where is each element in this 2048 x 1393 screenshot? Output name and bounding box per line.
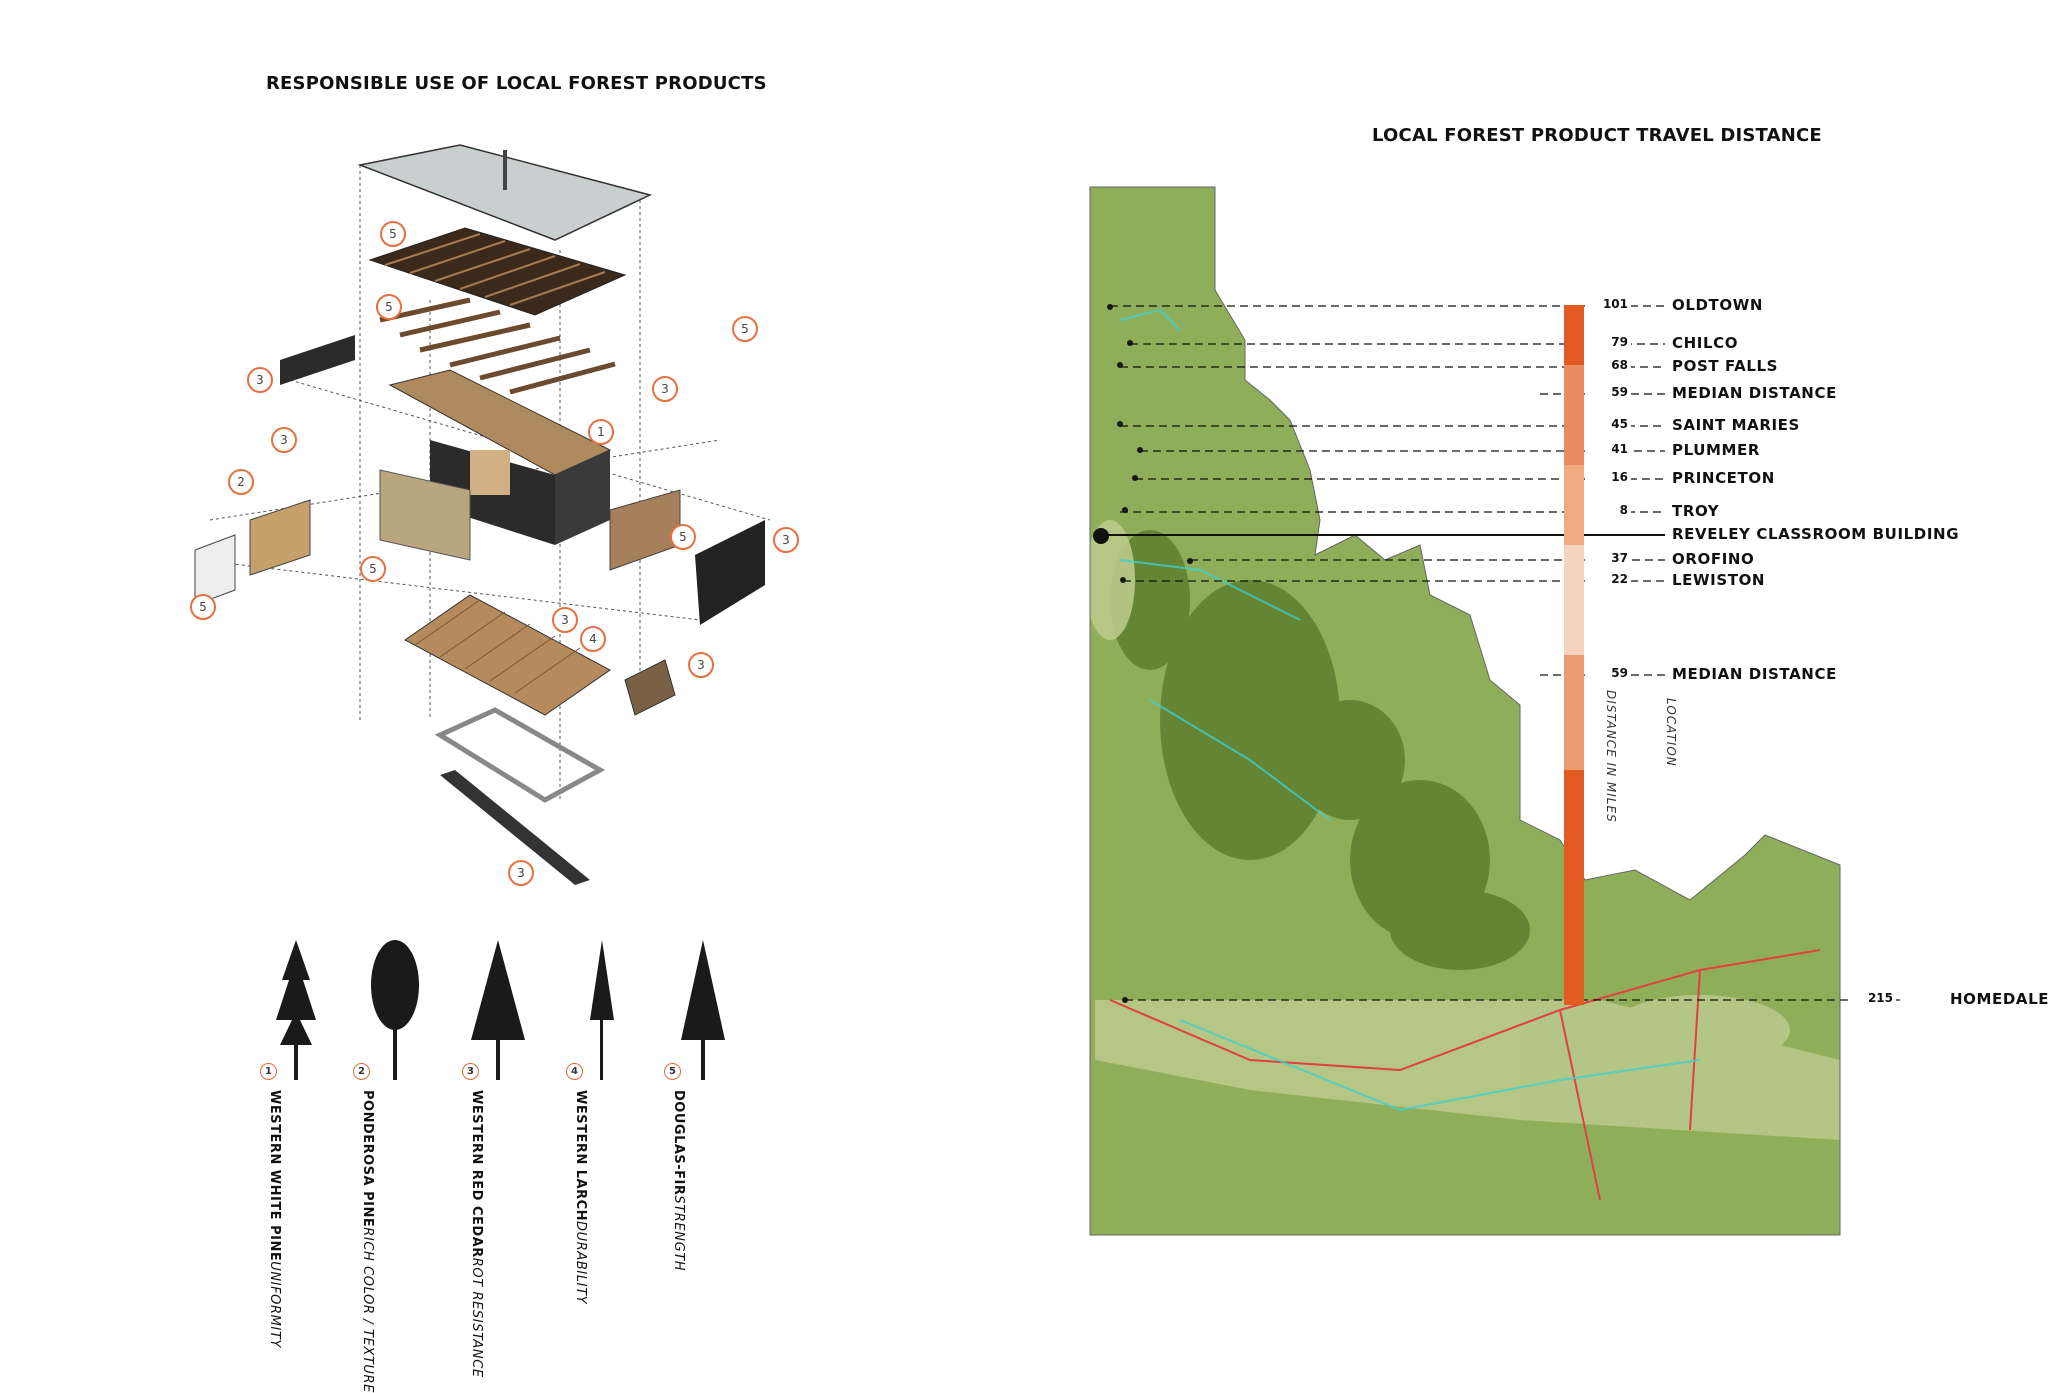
distance-value: 101 xyxy=(1585,297,1631,311)
callout: 5 xyxy=(732,316,758,342)
callout: 3 xyxy=(508,860,534,886)
western-larch-icon xyxy=(590,940,614,1080)
left-panel-title: RESPONSIBLE USE OF LOCAL FOREST PRODUCTS xyxy=(266,73,767,94)
location-label: MEDIAN DISTANCE xyxy=(1672,384,1837,402)
callout: 3 xyxy=(652,376,678,402)
location-label: MEDIAN DISTANCE xyxy=(1672,665,1837,683)
location-label: OROFINO xyxy=(1672,550,1755,568)
location-label: SAINT MARIES xyxy=(1672,416,1800,434)
callout: 1 xyxy=(588,419,614,445)
distance-value: 79 xyxy=(1585,335,1631,349)
distance-value: 22 xyxy=(1585,572,1631,586)
callout: 3 xyxy=(247,367,273,393)
distance-value: 45 xyxy=(1585,417,1631,431)
distance-value: 8 xyxy=(1585,503,1631,517)
tree-number: 5 xyxy=(664,1063,681,1080)
axis-caption-location: LOCATION xyxy=(1664,698,1678,767)
side-wall-panel xyxy=(280,335,355,385)
distance-value: 68 xyxy=(1585,358,1631,372)
reveley-building-marker xyxy=(1093,528,1109,544)
location-label: OLDTOWN xyxy=(1672,296,1764,314)
location-label: HOMEDALE xyxy=(1950,990,2048,1008)
location-label: PLUMMER xyxy=(1672,441,1761,459)
distance-value: 215 xyxy=(1850,991,1896,1005)
callout: 3 xyxy=(688,652,714,678)
exploded-axonometric-diagram xyxy=(194,144,771,885)
callout: 5 xyxy=(670,524,696,550)
distance-value: 59 xyxy=(1585,385,1631,399)
callout: 5 xyxy=(380,221,406,247)
tree-illustrations xyxy=(276,940,725,1080)
location-label: REVELEY CLASSROOM BUILDING xyxy=(1672,525,1960,543)
callout: 3 xyxy=(271,427,297,453)
roof-panel xyxy=(357,144,653,241)
western-white-pine-icon xyxy=(276,940,316,1080)
tree-number: 2 xyxy=(353,1063,370,1080)
distance-bar xyxy=(1564,305,1584,1005)
ponderosa-pine-icon xyxy=(371,940,419,1080)
distance-value: 16 xyxy=(1585,470,1631,484)
location-label: PRINCETON xyxy=(1672,469,1775,487)
tree-label-douglas-fir: DOUGLAS-FIRSTRENGTH xyxy=(671,1090,686,1272)
location-label: POST FALLS xyxy=(1672,357,1779,375)
distance-value: 59 xyxy=(1585,666,1631,680)
callout: 4 xyxy=(580,626,606,652)
location-label: LEWISTON xyxy=(1672,571,1766,589)
location-label: TROY xyxy=(1672,502,1720,520)
idaho-map xyxy=(1089,186,1900,1236)
callout: 3 xyxy=(773,527,799,553)
callout: 2 xyxy=(228,469,254,495)
floor-deck xyxy=(404,594,611,716)
douglas-fir-icon xyxy=(681,940,725,1080)
tree-label-western-larch: WESTERN LARCHDURABILITY xyxy=(573,1090,588,1305)
callout: 3 xyxy=(552,607,578,633)
foundation-frame xyxy=(434,707,606,803)
callout: 5 xyxy=(376,294,402,320)
right-panel-title: LOCAL FOREST PRODUCT TRAVEL DISTANCE xyxy=(1372,125,1822,146)
steel-beam xyxy=(440,770,590,885)
western-red-cedar-icon xyxy=(471,940,525,1080)
callout: 5 xyxy=(190,594,216,620)
tree-number: 3 xyxy=(462,1063,479,1080)
axis-caption-distance: DISTANCE IN MILES xyxy=(1604,690,1618,823)
tree-number: 1 xyxy=(260,1063,277,1080)
location-label: CHILCO xyxy=(1672,334,1739,352)
tree-number: 4 xyxy=(566,1063,583,1080)
distance-value: 37 xyxy=(1585,551,1631,565)
distance-value: 41 xyxy=(1585,442,1631,456)
callout: 5 xyxy=(360,556,386,582)
